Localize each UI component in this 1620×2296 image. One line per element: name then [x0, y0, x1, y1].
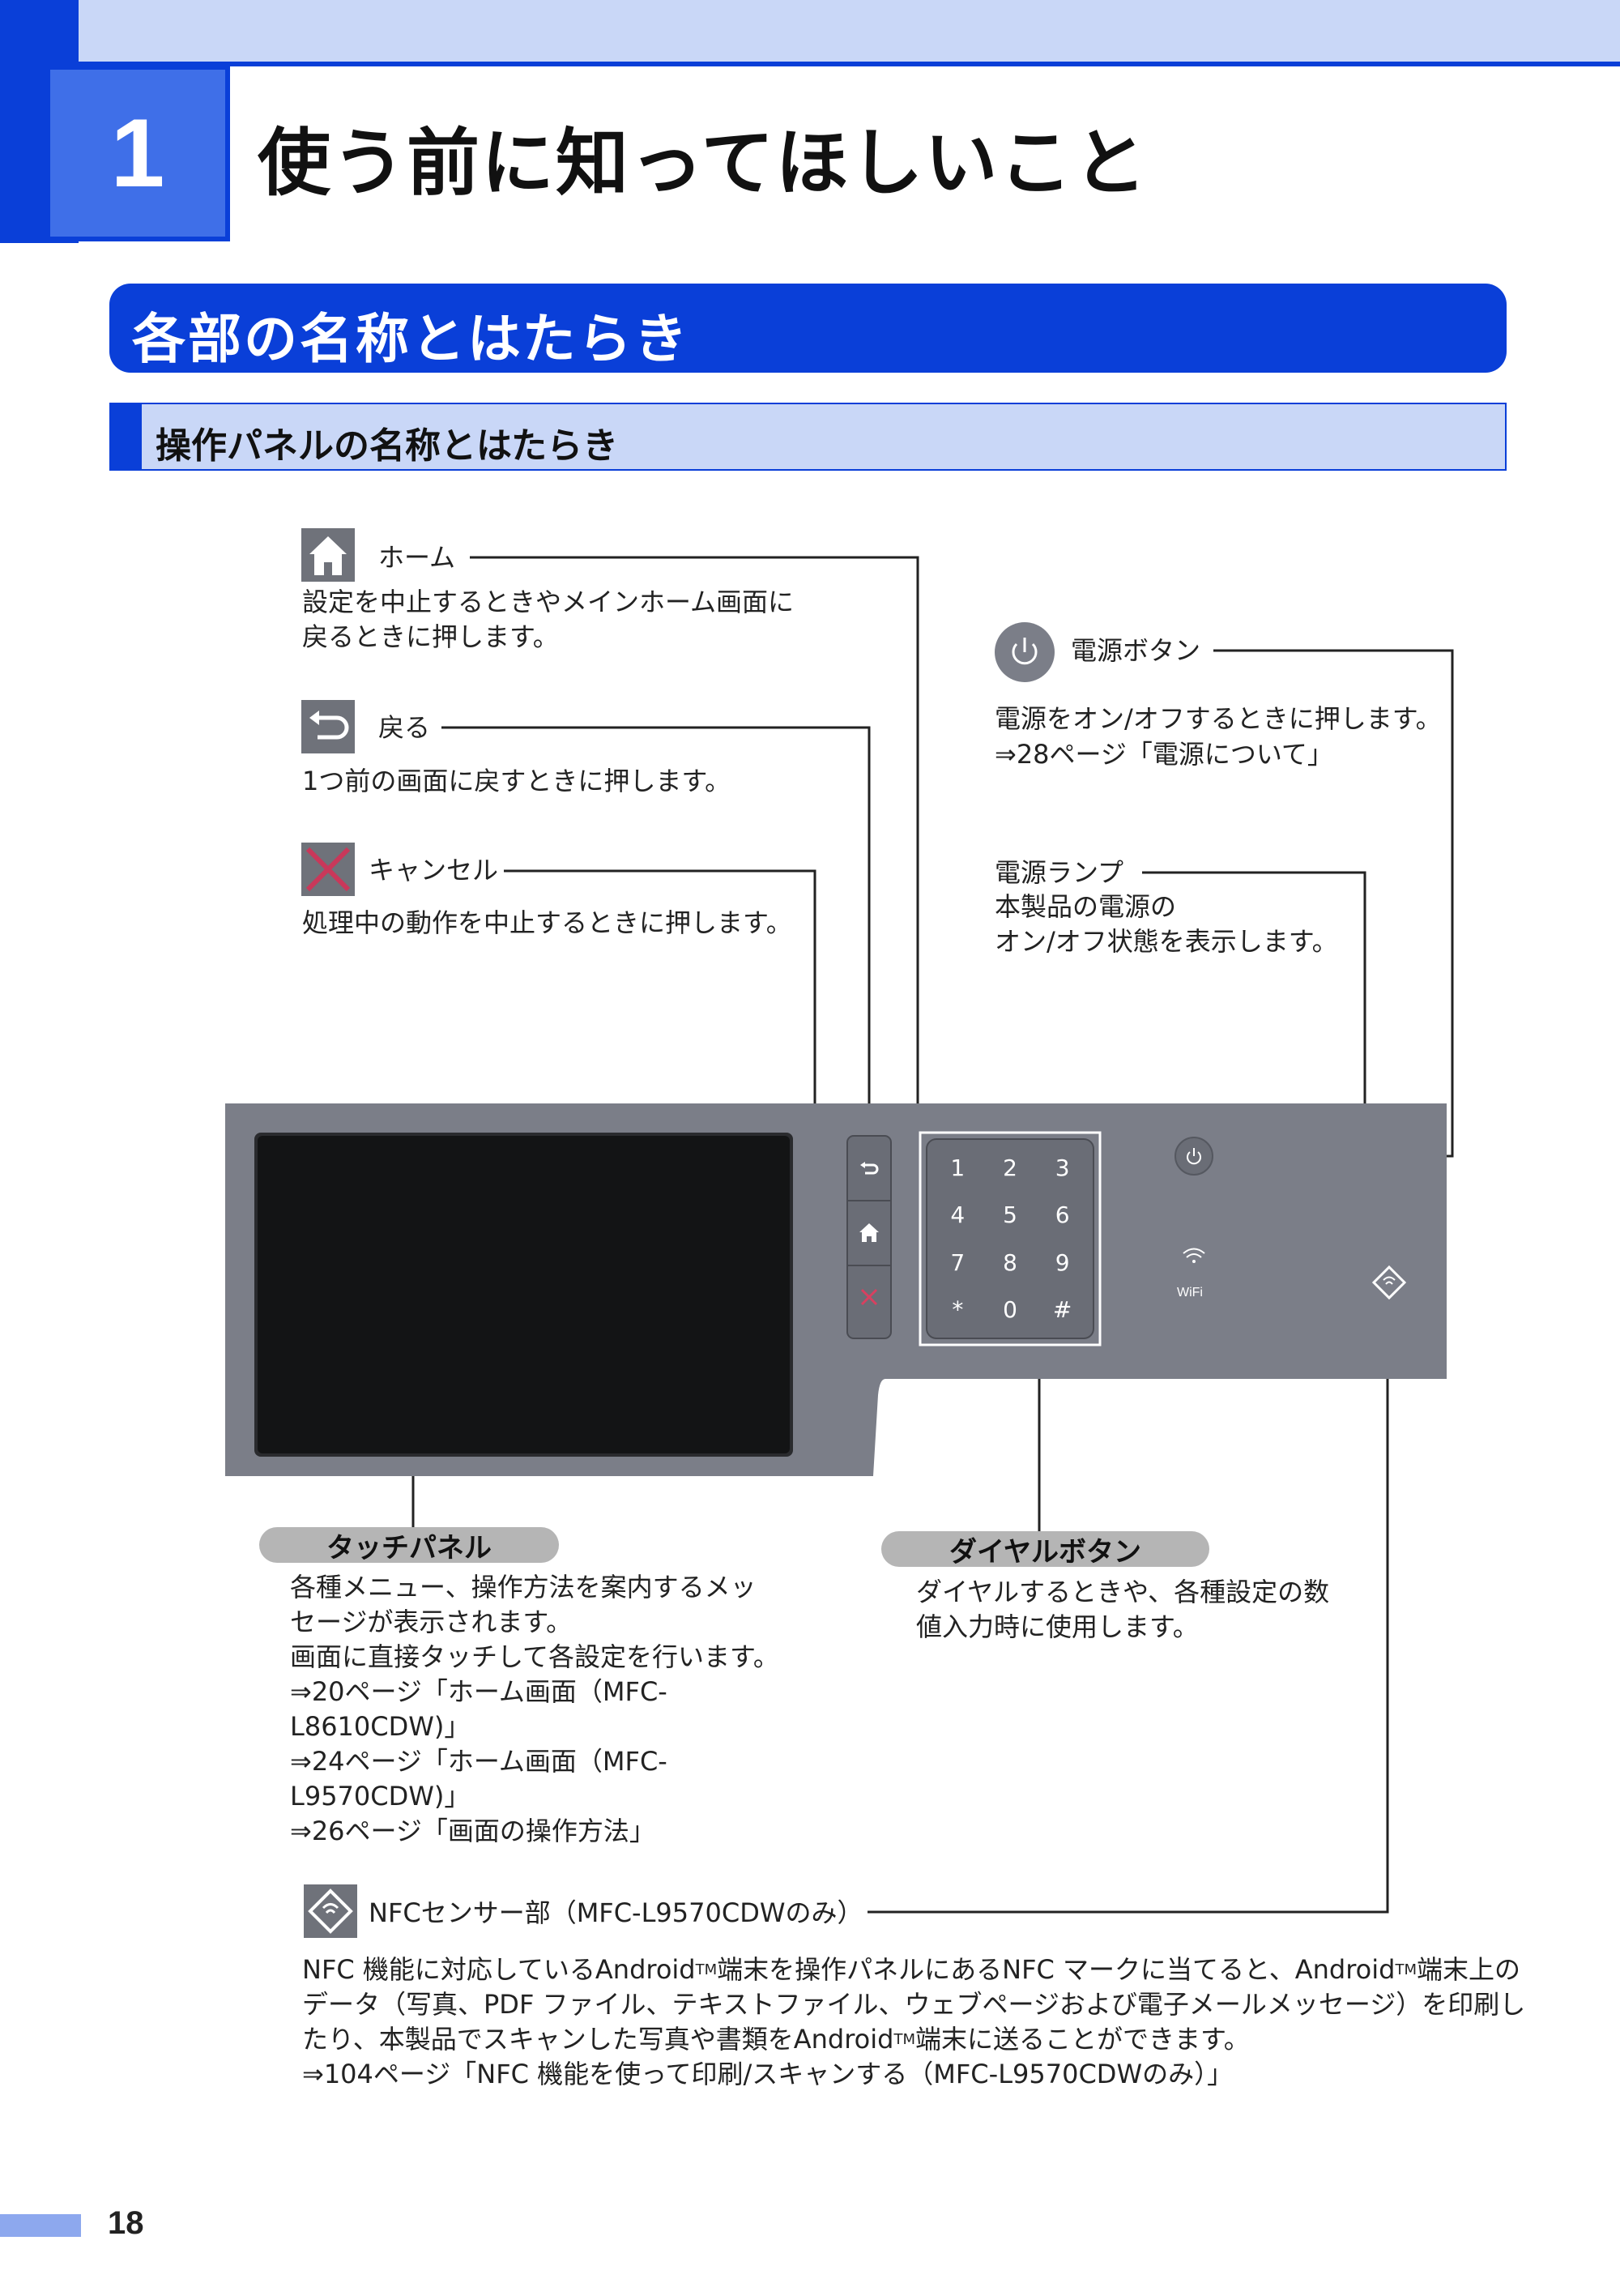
touch-panel-desc-8: ⇒26ページ「画面の操作方法」	[290, 1816, 655, 1846]
tm-mark: TM	[695, 1961, 718, 1978]
home-label: ホーム	[378, 542, 456, 573]
back-label: 戻る	[378, 712, 431, 743]
chapter-title: 使う前に知ってほしいこと	[258, 121, 1149, 206]
nfc-desc-1-c: 端末上の	[1417, 1954, 1521, 1985]
touch-panel-desc-2: セージが表示されます。	[290, 1607, 573, 1637]
touch-panel-desc-1: 各種メニュー、操作方法を案内するメッ	[290, 1572, 757, 1603]
section-title: 各部の名称とはたらき	[132, 308, 690, 370]
tm-mark: TM	[893, 2031, 915, 2048]
touch-panel-desc-4: ⇒20ページ「ホーム画面（MFC-	[290, 1676, 667, 1707]
nfc-desc-3-b: 端末に送ることができます。	[914, 2024, 1250, 2055]
page-marker	[0, 2214, 81, 2237]
section-bar	[109, 284, 1507, 373]
key-2[interactable]: 2	[1003, 1154, 1017, 1181]
subsection-title: 操作パネルの名称とはたらき	[156, 425, 619, 467]
control-panel: 1 2 3 4 5 6 7 8 9 * 0 # WiFi	[225, 1103, 1447, 1476]
touch-panel-pill: タッチパネル	[259, 1527, 559, 1564]
key-star[interactable]: *	[952, 1296, 964, 1324]
key-hash[interactable]: #	[1052, 1296, 1072, 1324]
page-number: 18	[108, 2205, 144, 2241]
power-lamp-desc-1: 本製品の電源の	[995, 891, 1177, 922]
nfc-desc-1-a: NFC 機能に対応しているAndroid	[302, 1954, 696, 1985]
nfc-desc-2: データ（写真、PDF ファイル、テキストファイル、ウェブページおよび電子メールメ…	[302, 1989, 1526, 2020]
touch-panel-desc-6: ⇒24ページ「ホーム画面（MFC-	[290, 1746, 667, 1777]
tm-mark: TM	[1395, 1961, 1417, 1978]
dial-button-desc-2: 値入力時に使用します。	[916, 1611, 1199, 1642]
panel-nfc-icon[interactable]	[1369, 1262, 1409, 1303]
dial-button-desc-1: ダイヤルするときや、各種設定の数	[916, 1577, 1330, 1607]
cancel-desc: 処理中の動作を中止するときに押します。	[302, 907, 792, 938]
dial-keypad: 1 2 3 4 5 6 7 8 9 * 0 #	[932, 1144, 1089, 1334]
wifi-label: WiFi	[1177, 1286, 1203, 1300]
power-lamp-desc-2: オン/オフ状態を表示します。	[995, 926, 1338, 957]
panel-back-icon[interactable]	[857, 1157, 881, 1181]
key-9[interactable]: 9	[1055, 1248, 1070, 1276]
subsection-bar	[109, 403, 1507, 471]
touch-panel-desc-7: L9570CDW)」	[290, 1781, 471, 1812]
key-4[interactable]: 4	[950, 1201, 966, 1229]
key-7[interactable]: 7	[950, 1248, 966, 1276]
key-5[interactable]: 5	[1003, 1201, 1017, 1229]
nfc-desc-1: NFC 機能に対応しているAndroidTM端末を操作パネルにあるNFC マーク…	[302, 1952, 1520, 1987]
nfc-desc-3-a: たり、本製品でスキャンした写真や書類をAndroid	[302, 2024, 894, 2055]
nfc-icon	[304, 1884, 357, 1938]
key-6[interactable]: 6	[1055, 1201, 1070, 1229]
dial-button-pill: ダイヤルボタン	[881, 1531, 1209, 1568]
key-3[interactable]: 3	[1055, 1154, 1070, 1181]
cancel-icon	[301, 843, 355, 896]
back-icon	[301, 700, 355, 753]
panel-home-icon[interactable]	[857, 1220, 881, 1244]
power-button-desc-1: 電源をオン/オフするときに押します。	[995, 703, 1442, 734]
power-button-desc-2: ⇒28ページ「電源について」	[995, 739, 1333, 770]
key-8[interactable]: 8	[1003, 1248, 1017, 1276]
nfc-desc-3: たり、本製品でスキャンした写真や書類をAndroidTM端末に送ることができます…	[302, 2022, 1250, 2057]
home-icon	[301, 528, 355, 582]
nfc-desc-1-b: 端末を操作パネルにあるNFC マークに当てると、Android	[717, 1954, 1396, 1985]
nfc-label: NFCセンサー部（MFC-L9570CDWのみ）	[369, 1897, 863, 1928]
home-desc-2: 戻るときに押します。	[302, 621, 559, 652]
key-0[interactable]: 0	[1003, 1296, 1017, 1324]
touch-panel-desc-5: L8610CDW)」	[290, 1711, 471, 1742]
cancel-label: キャンセル	[369, 855, 499, 886]
nfc-desc-4: ⇒104ページ「NFC 機能を使って印刷/スキャンする（MFC-L9570CDW…	[302, 2059, 1234, 2089]
header-band	[0, 0, 1620, 65]
power-icon	[995, 622, 1055, 682]
header-rule	[0, 62, 1620, 66]
power-lamp-label: 電源ランプ	[995, 857, 1124, 888]
chapter-number: 1	[45, 65, 230, 241]
back-desc: 1つ前の画面に戻すときに押します。	[302, 766, 731, 796]
control-panel-body	[225, 1103, 1447, 1476]
power-button-label: 電源ボタン	[1071, 635, 1201, 666]
subsection-accent	[109, 403, 142, 471]
key-1[interactable]: 1	[950, 1154, 966, 1181]
touch-panel-desc-3: 画面に直接タッチして各設定を行います。	[290, 1641, 779, 1672]
panel-cancel-icon[interactable]	[857, 1285, 881, 1309]
home-desc-1: 設定を中止するときやメインホーム画面に	[302, 587, 795, 617]
